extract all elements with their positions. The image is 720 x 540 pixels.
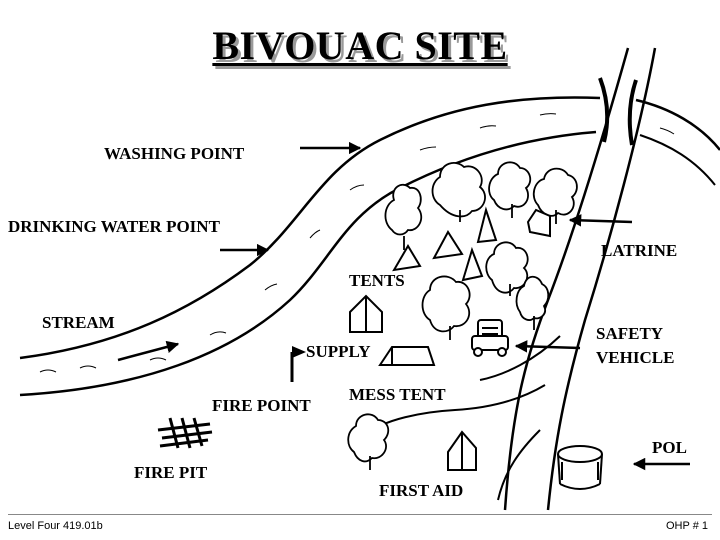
safety-vehicle-arrow bbox=[514, 340, 581, 353]
latrine-arrow bbox=[568, 214, 633, 227]
label-washing-point: WASHING POINT bbox=[104, 144, 245, 163]
label-safety: SAFETY bbox=[596, 324, 664, 343]
fire-point-flag-icon bbox=[290, 346, 306, 382]
tree-4 bbox=[532, 167, 578, 224]
label-drinking-water-point: DRINKING WATER POINT bbox=[8, 217, 220, 236]
pointer-arrows bbox=[117, 141, 690, 471]
footer-slide-number: OHP # 1 bbox=[666, 520, 708, 532]
label-mess-tent: MESS TENT bbox=[349, 385, 446, 404]
stream-arrow bbox=[117, 340, 180, 362]
label-fire-point: FIRE POINT bbox=[212, 396, 311, 415]
tent-icon bbox=[476, 206, 498, 244]
tent-icons bbox=[349, 206, 551, 471]
supply-tent-icon bbox=[349, 294, 383, 333]
tree-1 bbox=[384, 183, 423, 250]
pol-drum-icon bbox=[557, 445, 603, 490]
tree-7 bbox=[515, 275, 550, 330]
label-supply: SUPPLY bbox=[306, 342, 371, 361]
label-vehicle: VEHICLE bbox=[596, 348, 675, 367]
tree-5 bbox=[485, 241, 529, 296]
label-stream: STREAM bbox=[42, 313, 115, 332]
first-aid-icon bbox=[447, 430, 477, 471]
tree-3 bbox=[488, 161, 532, 218]
label-first-aid: FIRST AID bbox=[379, 481, 464, 500]
fire-pit-icon bbox=[157, 417, 213, 449]
mess-tent-icon bbox=[378, 346, 436, 366]
stream-graphic bbox=[19, 96, 720, 397]
label-tents: TENTS bbox=[349, 271, 405, 290]
tree-6 bbox=[421, 275, 471, 340]
safety-vehicle-icon bbox=[471, 319, 509, 357]
page-title: BIVOUAC SITE bbox=[212, 23, 508, 68]
latrine-icon bbox=[526, 208, 551, 238]
trees bbox=[347, 161, 578, 470]
label-latrine: LATRINE bbox=[601, 241, 678, 260]
tent-icon bbox=[392, 244, 422, 272]
tree-2 bbox=[431, 162, 486, 222]
label-pol: POL bbox=[652, 438, 687, 457]
footer-divider bbox=[8, 514, 712, 515]
footer-course-code: Level Four 419.01b bbox=[8, 520, 103, 532]
tent-icon bbox=[432, 230, 464, 260]
tree-8 bbox=[347, 413, 390, 470]
tent-icon bbox=[461, 246, 484, 282]
label-fire-pit: FIRE PIT bbox=[134, 463, 208, 482]
